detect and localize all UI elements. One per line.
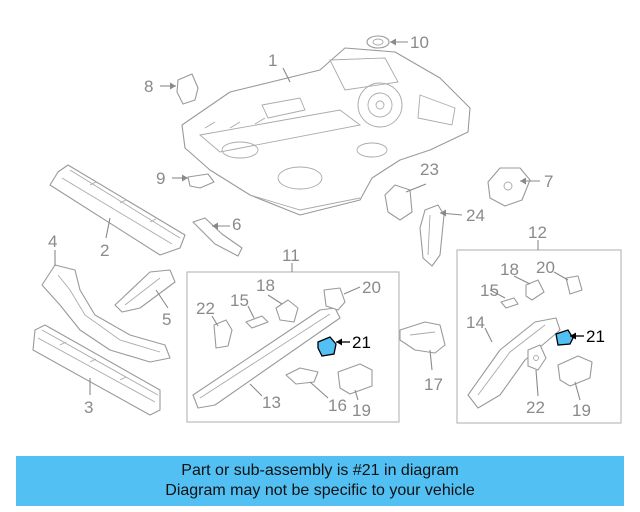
info-banner: Part or sub-assembly is #21 in diagram D… [16, 456, 624, 506]
banner-line-2: Diagram may not be specific to your vehi… [165, 482, 475, 499]
part-3-cross-member [32, 324, 161, 416]
part-21-highlighted-left [317, 336, 337, 357]
callout-10: 10 [410, 33, 429, 52]
callout-19-right: 19 [572, 401, 591, 420]
callout-4: 4 [48, 232, 57, 251]
banner-line-1: Part or sub-assembly is #21 in diagram [181, 462, 459, 479]
part-16-bracket [285, 367, 319, 385]
part-6-bracket [192, 217, 243, 257]
part-13-sill [192, 307, 341, 409]
callout-23: 23 [420, 160, 439, 179]
part-9-clip [187, 173, 215, 189]
callout-17: 17 [424, 375, 443, 394]
callout-labels: 1 2 3 4 5 6 7 8 9 10 11 12 13 14 15 15 1… [48, 33, 605, 420]
part-19-bracket-left [337, 363, 373, 395]
part-24-pillar [419, 204, 445, 267]
callout-21-left: 21 [352, 333, 371, 352]
callout-14: 14 [466, 313, 485, 332]
part-7-bracket [487, 167, 531, 207]
part-17-bracket [399, 321, 446, 354]
callout-20-right: 20 [536, 258, 555, 277]
part-20-bracket-left [323, 287, 346, 311]
callout-21-right: 21 [586, 327, 605, 346]
part-23-bracket [384, 184, 413, 221]
callout-18-right: 18 [500, 260, 519, 279]
callout-3: 3 [84, 398, 93, 417]
parts-diagram: 1 2 3 4 5 6 7 8 9 10 11 12 13 14 15 15 1… [32, 33, 622, 424]
callout-5: 5 [162, 310, 171, 329]
callout-20-left: 20 [362, 278, 381, 297]
leader-arrowheads [170, 38, 576, 346]
part-22-bracket-right [527, 344, 547, 371]
callout-11: 11 [282, 246, 300, 265]
part-20-bracket-right [565, 275, 583, 295]
callout-15-right: 15 [480, 281, 499, 300]
part-2-rail [49, 164, 186, 256]
leader-lines [54, 41, 584, 401]
group-box-12 [456, 249, 622, 424]
callout-2: 2 [100, 241, 109, 260]
part-19-bracket-right [557, 355, 593, 387]
callout-24: 24 [466, 206, 485, 225]
callout-7: 7 [544, 172, 553, 191]
callout-22-right: 22 [526, 398, 545, 417]
part-18-bracket-left [275, 299, 299, 323]
callout-8: 8 [144, 77, 153, 96]
part-5-brace [114, 269, 176, 313]
part-18-bracket-right [525, 279, 545, 301]
group-box-11 [186, 271, 400, 423]
part-15-clip-left [245, 315, 269, 329]
callout-22-left: 22 [196, 299, 215, 318]
part-15-clip-right [500, 297, 519, 309]
part-10-grommet [366, 35, 390, 49]
part-22-bracket-left [213, 319, 233, 349]
callout-9: 9 [156, 169, 165, 188]
part-8-bracket [176, 73, 199, 105]
callout-16: 16 [328, 396, 347, 415]
callout-12: 12 [528, 223, 547, 242]
part-14-sill [467, 317, 561, 409]
callout-19-left: 19 [352, 401, 371, 420]
part-21-highlighted-right [555, 329, 574, 346]
callout-18-left: 18 [256, 276, 275, 295]
callout-13: 13 [262, 393, 281, 412]
callout-6: 6 [232, 215, 241, 234]
callout-15-left: 15 [230, 291, 249, 310]
part-1-floor-pan [181, 47, 471, 216]
callout-1: 1 [268, 51, 277, 70]
part-4-frame-bracket [41, 264, 171, 363]
